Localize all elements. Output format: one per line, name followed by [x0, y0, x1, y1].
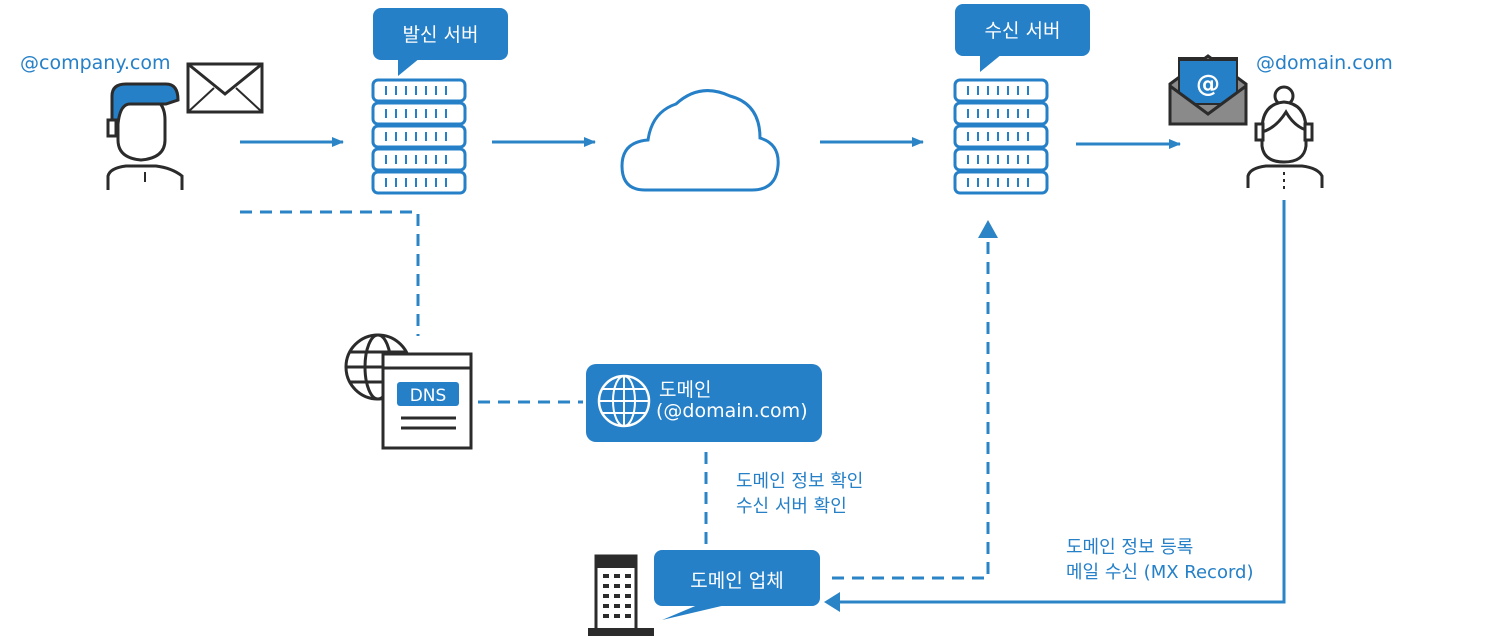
globe-icon [597, 374, 651, 428]
sender-email: @company.com [20, 52, 171, 74]
registrar-bubble [654, 550, 820, 620]
envelope-icon [186, 62, 264, 114]
domain-box [586, 364, 822, 442]
server-icon [953, 78, 1049, 195]
incoming-server-bubble [955, 4, 1090, 72]
server-icon [371, 78, 467, 195]
register-note-line2: 메일 수신 (MX Record) [1066, 562, 1254, 583]
check-note-line2: 수신 서버 확인 [736, 496, 847, 517]
person-male-icon [106, 82, 184, 190]
cloud-icon [620, 89, 780, 192]
building-icon [588, 554, 654, 636]
open-envelope-at-icon: @ [1168, 54, 1248, 126]
person-female-icon [1246, 85, 1324, 189]
at-symbol: @ [1196, 70, 1220, 98]
dns-label: DNS [410, 386, 447, 406]
outgoing-server-bubble [373, 8, 508, 76]
registrar-label: 도메인 업체 [690, 570, 784, 592]
dns-globe-icon: DNS [344, 333, 473, 450]
check-note-line1: 도메인 정보 확인 [736, 471, 864, 492]
outgoing-server-label: 발신 서버 [402, 24, 479, 46]
domain-title: 도메인 [659, 379, 712, 401]
domain-name: (@domain.com) [656, 400, 808, 422]
incoming-server-label: 수신 서버 [984, 20, 1061, 42]
dns-lookup-dashed-line [240, 210, 420, 336]
arrowhead-left [824, 592, 840, 612]
registration-line [838, 200, 1286, 604]
register-note-line1: 도메인 정보 등록 [1066, 537, 1194, 558]
arrowhead-up [978, 220, 998, 238]
registrar-server-dashed-arrow [832, 236, 990, 580]
recipient-email: @domain.com [1256, 52, 1393, 74]
